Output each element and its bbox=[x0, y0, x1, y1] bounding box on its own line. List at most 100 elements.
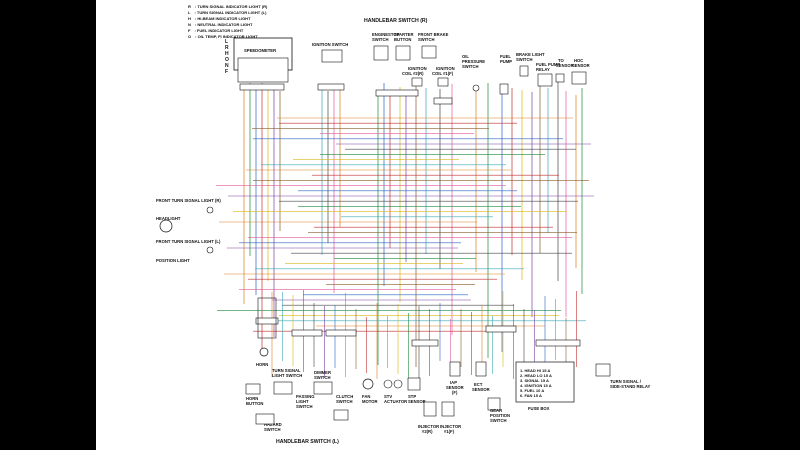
svg-text:COIL #2(R): COIL #2(R) bbox=[402, 71, 424, 76]
handlebar-switch-l-title: HANDLEBAR SWITCH (L) bbox=[276, 439, 339, 445]
connector-block bbox=[485, 325, 517, 333]
svg-text:SENSOR: SENSOR bbox=[446, 385, 464, 390]
legend-r: R: TURN SIGNAL INDICATOR LIGHT (R) bbox=[188, 4, 268, 9]
svg-text:BUTTON: BUTTON bbox=[394, 37, 411, 42]
svg-text:SWITCH: SWITCH bbox=[296, 404, 313, 409]
speedo-letter-n: N bbox=[225, 63, 229, 69]
fuse-5: 5. FUEL 10 A bbox=[520, 388, 544, 393]
svg-text:SWITCH: SWITCH bbox=[372, 37, 389, 42]
svg-text:FRONT TURN SIGNAL LIGHT (L): FRONT TURN SIGNAL LIGHT (L) bbox=[156, 239, 221, 244]
ignition-switch: IGNITION SWITCH bbox=[312, 42, 348, 63]
svg-text:SWITCH: SWITCH bbox=[336, 399, 353, 404]
fuse-1: 1. HEAD HI 15 A bbox=[520, 368, 550, 373]
svg-text:SWITCH: SWITCH bbox=[462, 64, 479, 69]
svg-text:SWITCH: SWITCH bbox=[264, 427, 281, 432]
svg-text:SWITCH: SWITCH bbox=[490, 418, 507, 423]
svg-text:SENSOR: SENSOR bbox=[408, 399, 426, 404]
svg-text:INJECTOR: INJECTOR bbox=[418, 424, 439, 429]
legend-h: H: HI-BEAM INDICATOR LIGHT bbox=[188, 16, 251, 21]
fuse-4: 4. IGNITION 15 A bbox=[520, 383, 552, 388]
fuse-3: 3. SIGNAL 15 A bbox=[520, 378, 549, 383]
svg-text:LIGHT: LIGHT bbox=[296, 399, 309, 404]
svg-text:RELAY: RELAY bbox=[536, 67, 550, 72]
svg-text:ECT: ECT bbox=[474, 382, 483, 387]
svg-text:SENSOR: SENSOR bbox=[572, 63, 590, 68]
fuel-pump-relay: FUEL PUMP RELAY bbox=[536, 62, 560, 87]
ignition-coil-r: IGNITION COIL #2(R) bbox=[402, 66, 427, 87]
svg-text:FUEL PUMP: FUEL PUMP bbox=[536, 62, 560, 67]
hoc-sensor: HOC SENSOR bbox=[571, 58, 590, 85]
connector-block bbox=[291, 329, 323, 337]
speedo-letter-l: L bbox=[225, 39, 228, 45]
svg-text:SENSOR: SENSOR bbox=[556, 63, 574, 68]
svg-text:BUTTON: BUTTON bbox=[246, 401, 263, 406]
svg-text:GEAR: GEAR bbox=[490, 408, 502, 413]
svg-text:CLUTCH: CLUTCH bbox=[336, 394, 353, 399]
svg-text:SIDE-STAND RELAY: SIDE-STAND RELAY bbox=[610, 384, 650, 389]
handlebar-switch-r-title: HANDLEBAR SWITCH (R) bbox=[364, 18, 428, 24]
svg-text:#1(F): #1(F) bbox=[444, 429, 455, 434]
svg-text:SWITCH: SWITCH bbox=[418, 37, 435, 42]
front-lights-group: FRONT TURN SIGNAL LIGHT (R) HEADLIGHT FR… bbox=[156, 198, 221, 263]
svg-text:BRAKE LIGHT: BRAKE LIGHT bbox=[516, 52, 545, 57]
wiring-lines: SPEEDOMETER L R H O N F R: TURN SIGNAL I… bbox=[156, 4, 650, 445]
svg-text:HEADLIGHT: HEADLIGHT bbox=[156, 216, 181, 221]
svg-text:SWITCH: SWITCH bbox=[314, 375, 331, 380]
svg-text:POSITION LIGHT: POSITION LIGHT bbox=[156, 258, 190, 263]
svg-text:IGNITION: IGNITION bbox=[436, 66, 455, 71]
speedometer-unit: SPEEDOMETER L R H O N F bbox=[225, 37, 293, 83]
turn-signal-relay: TURN SIGNAL / SIDE-STAND RELAY bbox=[595, 363, 650, 389]
connector-block bbox=[255, 317, 279, 325]
left-handlebar-switches: HORN BUTTON TURN SIGNAL LIGHT SWITCH DIM… bbox=[245, 368, 353, 432]
svg-text:ACTUATOR: ACTUATOR bbox=[384, 399, 407, 404]
engine-stop-switch: ENGINESTOP SWITCH bbox=[372, 32, 400, 61]
svg-text:PRESSURE: PRESSURE bbox=[462, 59, 485, 64]
front-brake-switch: FRONT BRAKE SWITCH bbox=[418, 32, 449, 59]
svg-text:INJECTOR: INJECTOR bbox=[440, 424, 461, 429]
legend-o: O: OIL TEMP, FI INDICATOR LIGHT bbox=[188, 34, 258, 39]
speedo-letter-h: H bbox=[225, 51, 229, 57]
fuse-box-label: FUSE BOX bbox=[528, 406, 550, 411]
legend-l: L: TURN SIGNAL INDICATOR LIGHT (L) bbox=[188, 10, 267, 15]
svg-text:PUMP: PUMP bbox=[500, 59, 512, 64]
wire-group bbox=[216, 82, 594, 379]
connector-block bbox=[239, 83, 285, 91]
svg-text:PASSING: PASSING bbox=[296, 394, 315, 399]
fuse-2: 2. HEAD LO 15 A bbox=[520, 373, 552, 378]
ignition-coil-f: IGNITION COIL #1(F) bbox=[432, 66, 455, 87]
injectors: INJECTOR #2(R) INJECTOR #1(F) bbox=[418, 401, 461, 434]
svg-text:SWITCH: SWITCH bbox=[516, 57, 533, 62]
horn: HORN bbox=[256, 297, 277, 367]
svg-text:MOTOR: MOTOR bbox=[362, 399, 378, 404]
svg-text:FRONT BRAKE: FRONT BRAKE bbox=[418, 32, 449, 37]
oil-pressure-switch: OIL PRESSURE SWITCH bbox=[462, 54, 485, 92]
svg-text:HAZARD: HAZARD bbox=[264, 422, 282, 427]
fuel-pump: FUEL PUMP bbox=[499, 54, 512, 95]
fuse-box: 1. HEAD HI 15 A 2. HEAD LO 15 A 3. SIGNA… bbox=[515, 361, 575, 411]
connector-block bbox=[317, 83, 345, 91]
svg-text:IAP: IAP bbox=[450, 380, 457, 385]
connector-block bbox=[433, 97, 453, 105]
svg-text:STV: STV bbox=[384, 394, 392, 399]
svg-text:LIGHT SWITCH: LIGHT SWITCH bbox=[272, 373, 302, 378]
connector-block bbox=[535, 339, 581, 347]
svg-text:FRONT TURN SIGNAL LIGHT (R): FRONT TURN SIGNAL LIGHT (R) bbox=[156, 198, 221, 203]
svg-text:HORN: HORN bbox=[256, 362, 268, 367]
starter-button: STARTER BUTTON bbox=[394, 32, 413, 61]
svg-text:TURN SIGNAL: TURN SIGNAL bbox=[272, 368, 301, 373]
svg-text:POSITION: POSITION bbox=[490, 413, 510, 418]
fuse-6: 6. FAN 15 A bbox=[520, 393, 542, 398]
connector-block bbox=[325, 329, 357, 337]
svg-text:DIMMER: DIMMER bbox=[314, 370, 331, 375]
speedometer-label: SPEEDOMETER bbox=[244, 48, 276, 53]
brake-light-switch: BRAKE LIGHT SWITCH bbox=[516, 52, 545, 77]
svg-text:COIL #1(F): COIL #1(F) bbox=[432, 71, 454, 76]
speedo-letter-f: F bbox=[225, 69, 228, 75]
svg-text:HORN: HORN bbox=[246, 396, 258, 401]
svg-text:STARTER: STARTER bbox=[394, 32, 413, 37]
wiring-diagram-sheet: SPEEDOMETER L R H O N F R: TURN SIGNAL I… bbox=[96, 0, 704, 450]
svg-text:IGNITION SWITCH: IGNITION SWITCH bbox=[312, 42, 348, 47]
svg-text:TO: TO bbox=[558, 58, 564, 63]
connector-block bbox=[375, 89, 419, 97]
